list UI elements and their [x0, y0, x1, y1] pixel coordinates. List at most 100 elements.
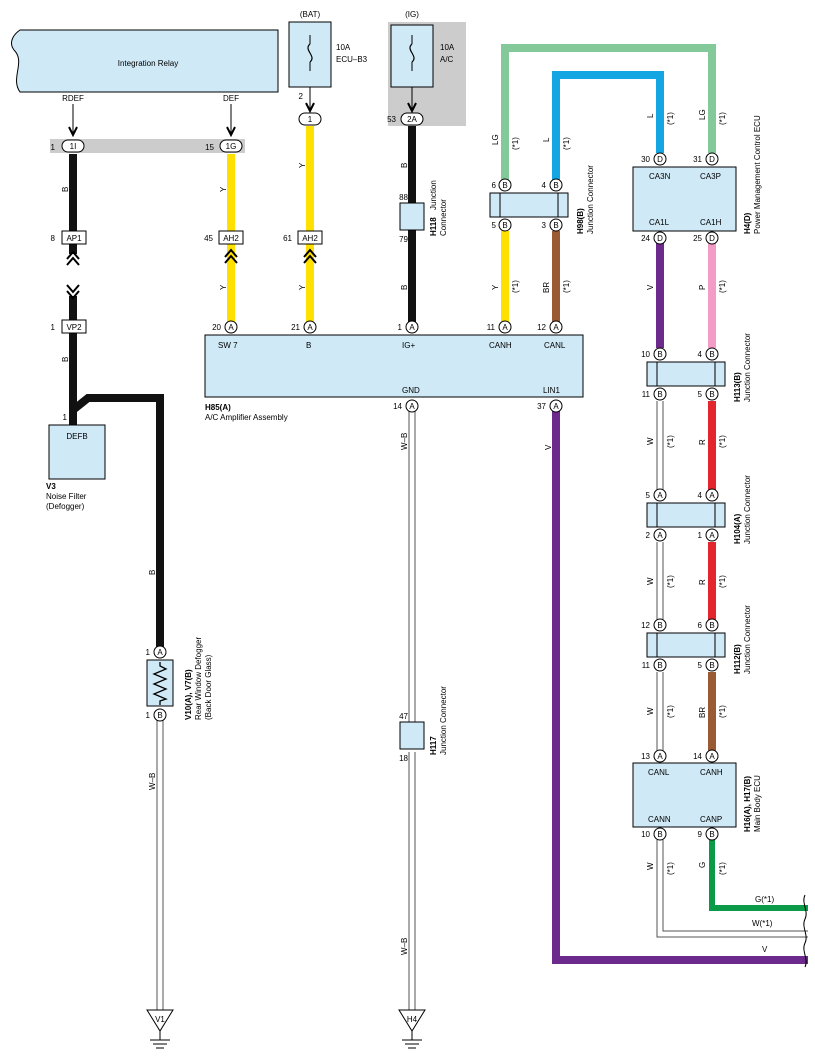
- svg-text:B: B: [148, 570, 157, 575]
- svg-text:Junction Connector: Junction Connector: [586, 165, 595, 234]
- svg-text:B: B: [61, 187, 70, 192]
- wires: [50, 22, 808, 1010]
- svg-text:Junction Connector: Junction Connector: [439, 686, 448, 755]
- svg-text:H98(B): H98(B): [576, 208, 585, 234]
- svg-text:30: 30: [641, 155, 650, 164]
- svg-text:(*1): (*1): [562, 280, 571, 293]
- svg-text:1: 1: [146, 648, 151, 657]
- pmc-ecu: CA3N CA3P CA1L CA1H D D D D 30 31 24 25 …: [632, 115, 762, 245]
- svg-text:(*1): (*1): [718, 435, 727, 448]
- ground-h4: H4: [398, 1009, 426, 1049]
- svg-text:A: A: [409, 323, 415, 332]
- svg-text:H117: H117: [429, 736, 438, 755]
- svg-text:Main Body ECU: Main Body ECU: [753, 775, 762, 832]
- wire-light-blue: [552, 71, 664, 180]
- svg-text:W: W: [646, 862, 655, 870]
- svg-text:25: 25: [693, 234, 702, 243]
- svg-text:A: A: [553, 323, 559, 332]
- svg-text:(*1): (*1): [511, 280, 520, 293]
- svg-text:(*1): (*1): [511, 137, 520, 150]
- svg-text:B: B: [502, 181, 507, 190]
- svg-text:A: A: [307, 323, 313, 332]
- svg-text:W(*1): W(*1): [752, 919, 773, 928]
- svg-text:11: 11: [642, 661, 651, 670]
- svg-text:ECU–B3: ECU–B3: [336, 55, 368, 64]
- svg-text:P: P: [698, 285, 707, 290]
- junction-h98: B B B B 6 4 5 3 H98(B) Junction Connecto…: [489, 165, 595, 234]
- connector-ap1: AP1 8: [51, 230, 87, 245]
- svg-text:B: B: [657, 830, 662, 839]
- svg-text:3: 3: [542, 221, 547, 230]
- svg-text:Y: Y: [491, 284, 500, 290]
- svg-text:1: 1: [146, 711, 151, 720]
- connector-1g: 1G 15: [205, 139, 243, 153]
- svg-text:5: 5: [698, 390, 703, 399]
- junction-h118: 88 79 H118 Junction Connector: [399, 180, 448, 244]
- svg-text:1G: 1G: [226, 142, 237, 151]
- svg-text:A: A: [409, 402, 415, 411]
- svg-text:CANH: CANH: [700, 768, 723, 777]
- svg-text:B: B: [657, 661, 662, 670]
- svg-text:Rear Window Defogger: Rear Window Defogger: [194, 637, 203, 720]
- svg-text:(*1): (*1): [718, 112, 727, 125]
- svg-text:10A: 10A: [440, 43, 455, 52]
- svg-text:6: 6: [492, 181, 497, 190]
- svg-text:G(*1): G(*1): [755, 895, 774, 904]
- junction-h117: 47 18 H117 Junction Connector: [399, 686, 448, 763]
- svg-text:(*1): (*1): [666, 705, 675, 718]
- wire-white-black-left: [156, 720, 164, 1010]
- svg-text:(IG): (IG): [405, 10, 419, 19]
- svg-text:(*1): (*1): [718, 862, 727, 875]
- svg-text:Y: Y: [298, 284, 307, 290]
- rear-window-defogger: A B 1 1 V10(A), V7(B) Rear Window Defogg…: [146, 637, 213, 722]
- svg-text:H112(B): H112(B): [733, 644, 742, 674]
- svg-text:CANP: CANP: [700, 815, 722, 824]
- svg-text:AP1: AP1: [66, 234, 82, 243]
- svg-text:(*1): (*1): [718, 280, 727, 293]
- svg-text:B: B: [709, 350, 714, 359]
- svg-text:CANH: CANH: [489, 341, 512, 350]
- svg-text:A: A: [657, 491, 663, 500]
- wire-purple-lin: [552, 410, 808, 964]
- pin-def-label: DEF: [223, 94, 239, 103]
- svg-text:D: D: [709, 155, 715, 164]
- svg-text:1: 1: [51, 143, 56, 152]
- svg-text:AH2: AH2: [302, 234, 318, 243]
- right-edge-break: G(*1) W(*1) V: [752, 894, 807, 968]
- svg-text:1: 1: [308, 115, 313, 124]
- svg-text:V3: V3: [46, 482, 56, 491]
- svg-text:5: 5: [698, 661, 703, 670]
- svg-text:B: B: [400, 285, 409, 290]
- svg-text:L: L: [646, 113, 655, 118]
- svg-text:CA3P: CA3P: [700, 172, 721, 181]
- svg-text:5: 5: [646, 491, 651, 500]
- ground-v1: V1: [146, 1009, 174, 1049]
- svg-text:SW 7: SW 7: [218, 341, 238, 350]
- svg-text:CA1L: CA1L: [649, 218, 670, 227]
- connector-band: [50, 139, 245, 153]
- svg-text:24: 24: [641, 234, 650, 243]
- fuse-ig: (IG) 10A A/C 2A 53: [387, 10, 455, 126]
- svg-text:(*1): (*1): [718, 705, 727, 718]
- svg-text:CANL: CANL: [648, 768, 670, 777]
- svg-text:(BAT): (BAT): [300, 10, 321, 19]
- svg-text:LG: LG: [698, 109, 707, 120]
- svg-text:BR: BR: [542, 282, 551, 293]
- svg-text:(Back Door Glass): (Back Door Glass): [204, 654, 213, 720]
- svg-text:H118: H118: [429, 217, 438, 236]
- svg-text:Junction Connector: Junction Connector: [743, 605, 752, 674]
- svg-text:B: B: [61, 357, 70, 362]
- svg-text:H85(A): H85(A): [205, 403, 231, 412]
- svg-text:B: B: [657, 390, 662, 399]
- svg-text:A: A: [228, 323, 234, 332]
- svg-text:W: W: [646, 707, 655, 715]
- svg-text:31: 31: [693, 155, 702, 164]
- svg-text:(*1): (*1): [666, 862, 675, 875]
- svg-text:4: 4: [542, 181, 547, 190]
- main-body-ecu: CANL CANH CANN CANP A A B B 13 14 10 9 H…: [632, 749, 762, 841]
- svg-text:B: B: [709, 830, 714, 839]
- svg-text:W–B: W–B: [148, 773, 157, 790]
- svg-text:15: 15: [205, 143, 214, 152]
- svg-text:CA1H: CA1H: [700, 218, 722, 227]
- svg-text:47: 47: [399, 712, 408, 721]
